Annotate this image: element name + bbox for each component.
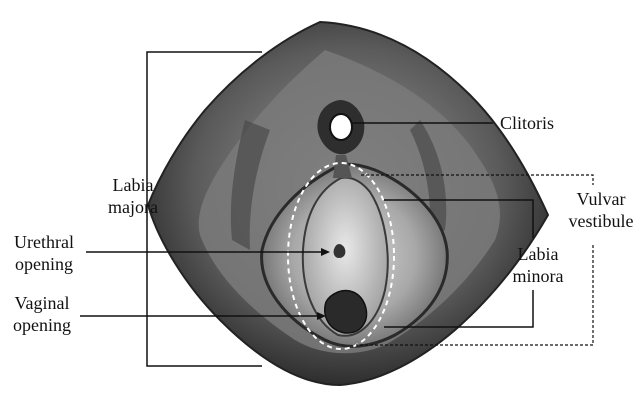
label-labia-majora-line1: Labia (100, 174, 166, 196)
label-clitoris: Clitoris (500, 112, 554, 134)
label-labia-majora: Labia majora (100, 174, 166, 218)
label-labia-majora-line2: majora (100, 196, 166, 218)
label-vaginal-opening-line2: opening (4, 314, 80, 336)
label-labia-minora-line2: minora (508, 265, 568, 287)
label-labia-minora: Labia minora (508, 243, 568, 287)
label-urethral-opening-line1: Urethral (4, 231, 84, 253)
vaginal-opening-shape (325, 291, 367, 334)
label-urethral-opening-line2: opening (4, 253, 84, 275)
label-labia-minora-line1: Labia (508, 243, 568, 265)
label-vulvar-vestibule-line1: Vulvar (560, 188, 641, 210)
clitoris-shape (330, 114, 352, 140)
label-vulvar-vestibule: Vulvar vestibule (560, 188, 641, 232)
label-vaginal-opening: Vaginal opening (4, 292, 80, 336)
label-vulvar-vestibule-line2: vestibule (560, 210, 641, 232)
label-urethral-opening: Urethral opening (4, 231, 84, 275)
label-vaginal-opening-line1: Vaginal (4, 292, 80, 314)
